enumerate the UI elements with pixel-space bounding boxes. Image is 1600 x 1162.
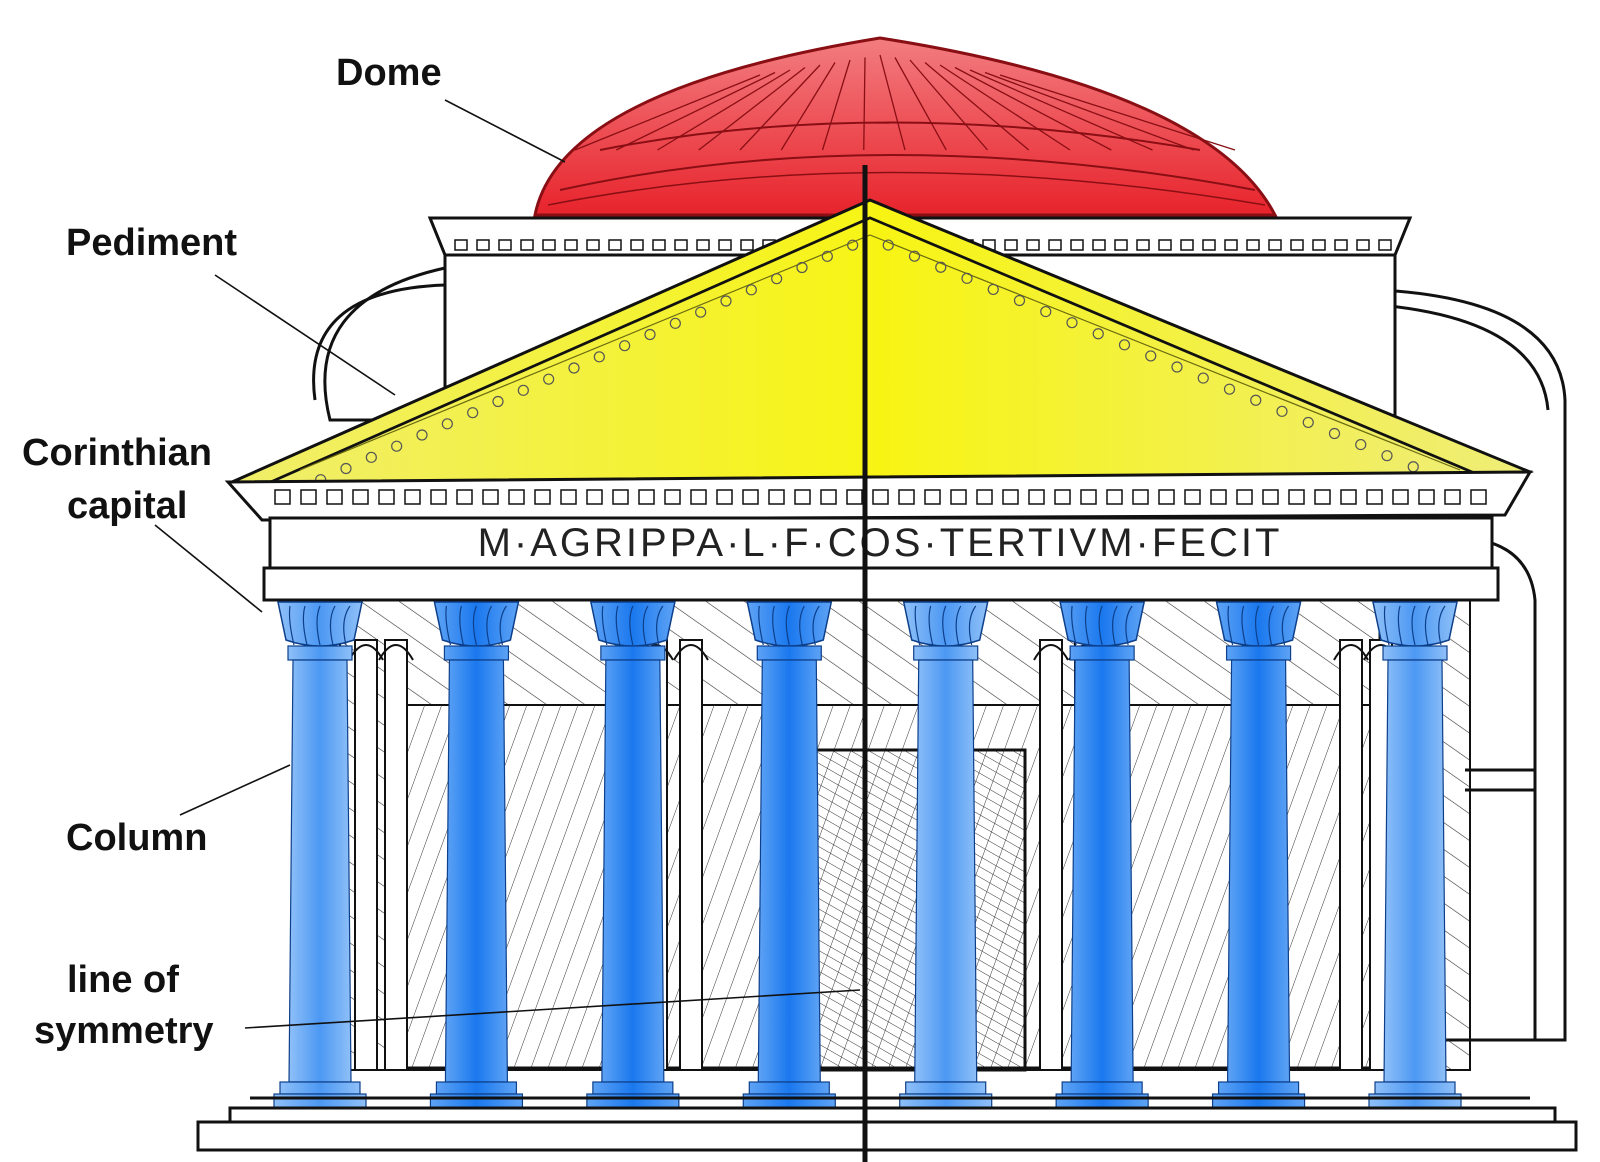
label-capital-line2: capital (67, 485, 187, 527)
label-dome: Dome (336, 52, 442, 94)
column (273, 601, 367, 1109)
capital-leader (154, 524, 263, 613)
column-shaft (1226, 659, 1291, 1083)
column-leader (179, 764, 291, 816)
symmetry-leader (244, 989, 861, 1029)
column (1211, 601, 1306, 1109)
column-shaft (1070, 659, 1134, 1083)
labels: Dome Pediment Corinthian capital Column … (22, 52, 442, 1052)
leader-lines (154, 99, 861, 1029)
column-shaft (444, 659, 509, 1083)
steps (196, 1096, 1578, 1152)
column (1055, 601, 1149, 1109)
label-capital-line1: Corinthian (22, 432, 212, 474)
portico-interior (339, 599, 1471, 1072)
label-symmetry-line1: line of (67, 959, 179, 1001)
column-shaft (1383, 659, 1447, 1083)
dome (533, 36, 1278, 217)
column-shaft (757, 659, 821, 1083)
label-column: Column (66, 817, 207, 859)
entablature: M·AGRIPPA·L·F·COS·TERTIVM·FECIT (224, 470, 1533, 602)
frieze-inscription: M·AGRIPPA·L·F·COS·TERTIVM·FECIT (478, 521, 1283, 565)
label-pediment: Pediment (66, 222, 237, 264)
pediment-leader (214, 274, 396, 396)
column-shaft (601, 659, 665, 1083)
label-symmetry-line2: symmetry (34, 1010, 214, 1052)
dome-leader (444, 99, 566, 163)
column (586, 601, 680, 1109)
column (742, 601, 836, 1109)
front-colonnade (273, 601, 1462, 1109)
column (899, 601, 993, 1109)
column (1368, 601, 1462, 1109)
column (429, 601, 524, 1109)
column-shaft (288, 659, 352, 1083)
column-shaft (914, 659, 978, 1083)
